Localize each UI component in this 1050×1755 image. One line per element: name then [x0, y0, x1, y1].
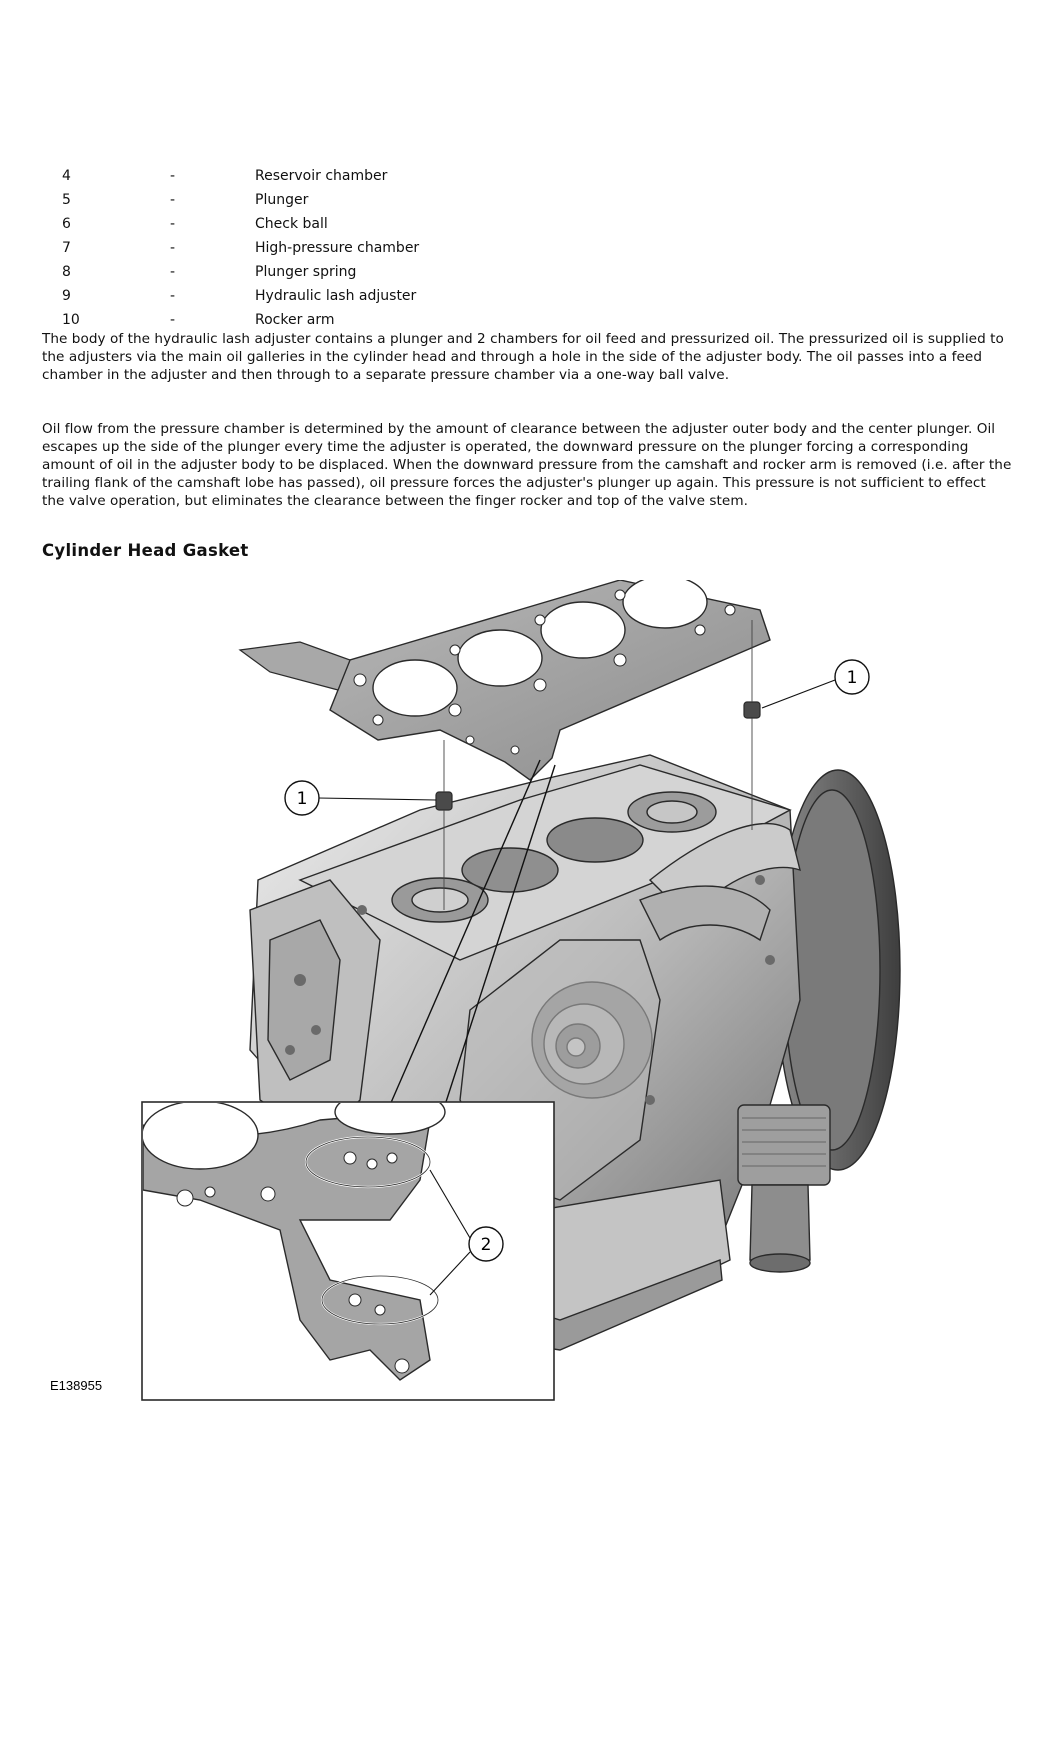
callout-2: 2 — [468, 1226, 504, 1262]
gasket-detail-inset — [141, 1101, 555, 1401]
legend-number: 9 — [62, 288, 71, 304]
legend-number: 7 — [62, 240, 71, 256]
callout-1-right: 1 — [834, 659, 870, 695]
callout-label: 1 — [297, 789, 308, 809]
legend-number: 6 — [62, 216, 71, 232]
paragraph-adjuster-body: The body of the hydraulic lash adjuster … — [42, 331, 1004, 383]
legend-label: Reservoir chamber — [255, 168, 388, 184]
paragraph-oil-flow: Oil flow from the pressure chamber is de… — [42, 421, 1012, 509]
legend-dash: - — [170, 312, 176, 328]
legend-number: 5 — [62, 192, 71, 208]
legend-dash: - — [170, 264, 176, 280]
legend-dash: - — [170, 240, 176, 256]
section-title: Cylinder Head Gasket — [42, 541, 249, 560]
legend-item: 8 - Plunger spring — [40, 260, 940, 284]
legend-label: High-pressure chamber — [255, 240, 420, 256]
legend-list: 4 - Reservoir chamber 5 - Plunger 6 - Ch… — [40, 164, 940, 332]
legend-dash: - — [170, 192, 176, 208]
legend-dash: - — [170, 168, 176, 184]
callout-label: 1 — [847, 668, 858, 688]
legend-label: Check ball — [255, 216, 328, 232]
callout-1-left: 1 — [284, 780, 320, 816]
legend-item: 10 - Rocker arm — [40, 308, 940, 332]
legend-number: 4 — [62, 168, 71, 184]
legend-item: 4 - Reservoir chamber — [40, 164, 940, 188]
legend-item: 7 - High-pressure chamber — [40, 236, 940, 260]
legend-item: 6 - Check ball — [40, 212, 940, 236]
legend-number: 10 — [62, 312, 80, 328]
legend-item: 9 - Hydraulic lash adjuster — [40, 284, 940, 308]
legend-number: 8 — [62, 264, 71, 280]
figure-id: E138955 — [50, 1378, 102, 1393]
legend-label: Hydraulic lash adjuster — [255, 288, 417, 304]
legend-item: 5 - Plunger — [40, 188, 940, 212]
legend-dash: - — [170, 288, 176, 304]
legend-label: Plunger — [255, 192, 309, 208]
cylinder-head-gasket — [238, 580, 771, 781]
legend-label: Rocker arm — [255, 312, 335, 328]
callout-label: 2 — [481, 1235, 492, 1255]
legend-dash: - — [170, 216, 176, 232]
legend-label: Plunger spring — [255, 264, 357, 280]
engine-block-gasket-illustration: 1 1 2 E138955 — [50, 580, 901, 1401]
